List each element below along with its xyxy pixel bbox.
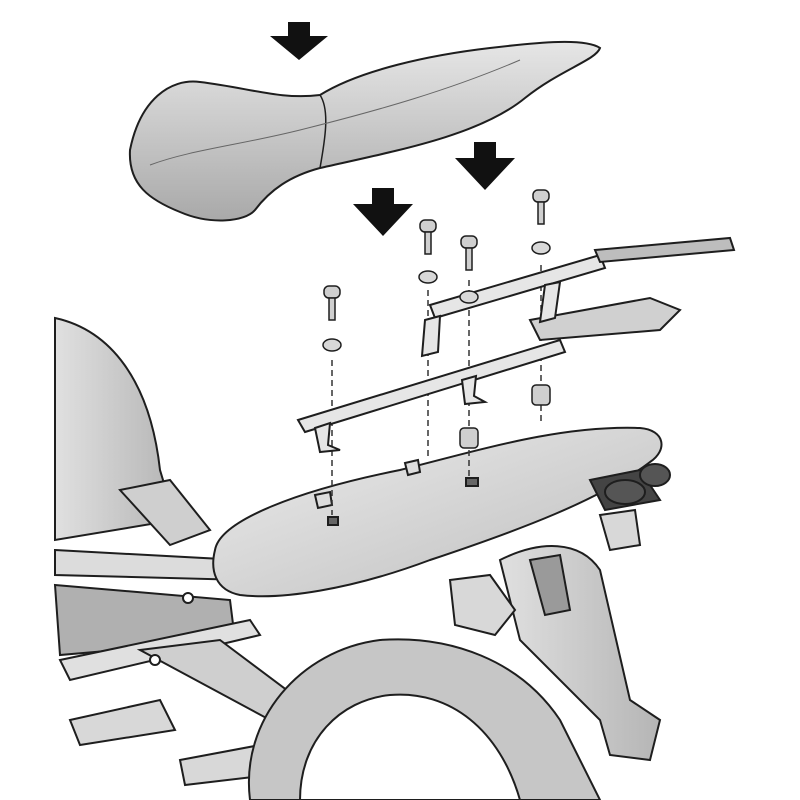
arrow-down-icon xyxy=(455,142,515,190)
bolt xyxy=(419,219,437,255)
arrow-down-icon xyxy=(270,22,328,60)
seat xyxy=(128,40,602,222)
license-plate-holder xyxy=(498,545,662,762)
turn-signal xyxy=(448,508,642,637)
bolt xyxy=(532,189,550,225)
spacer xyxy=(459,384,551,449)
luggage-rack xyxy=(296,236,736,454)
tail-cowl xyxy=(212,426,671,598)
bolt xyxy=(460,235,478,271)
rear-wheel xyxy=(247,638,602,800)
frame xyxy=(53,478,302,787)
washer xyxy=(322,241,551,352)
arrow-down-icon xyxy=(353,188,413,236)
bolt xyxy=(323,285,341,321)
